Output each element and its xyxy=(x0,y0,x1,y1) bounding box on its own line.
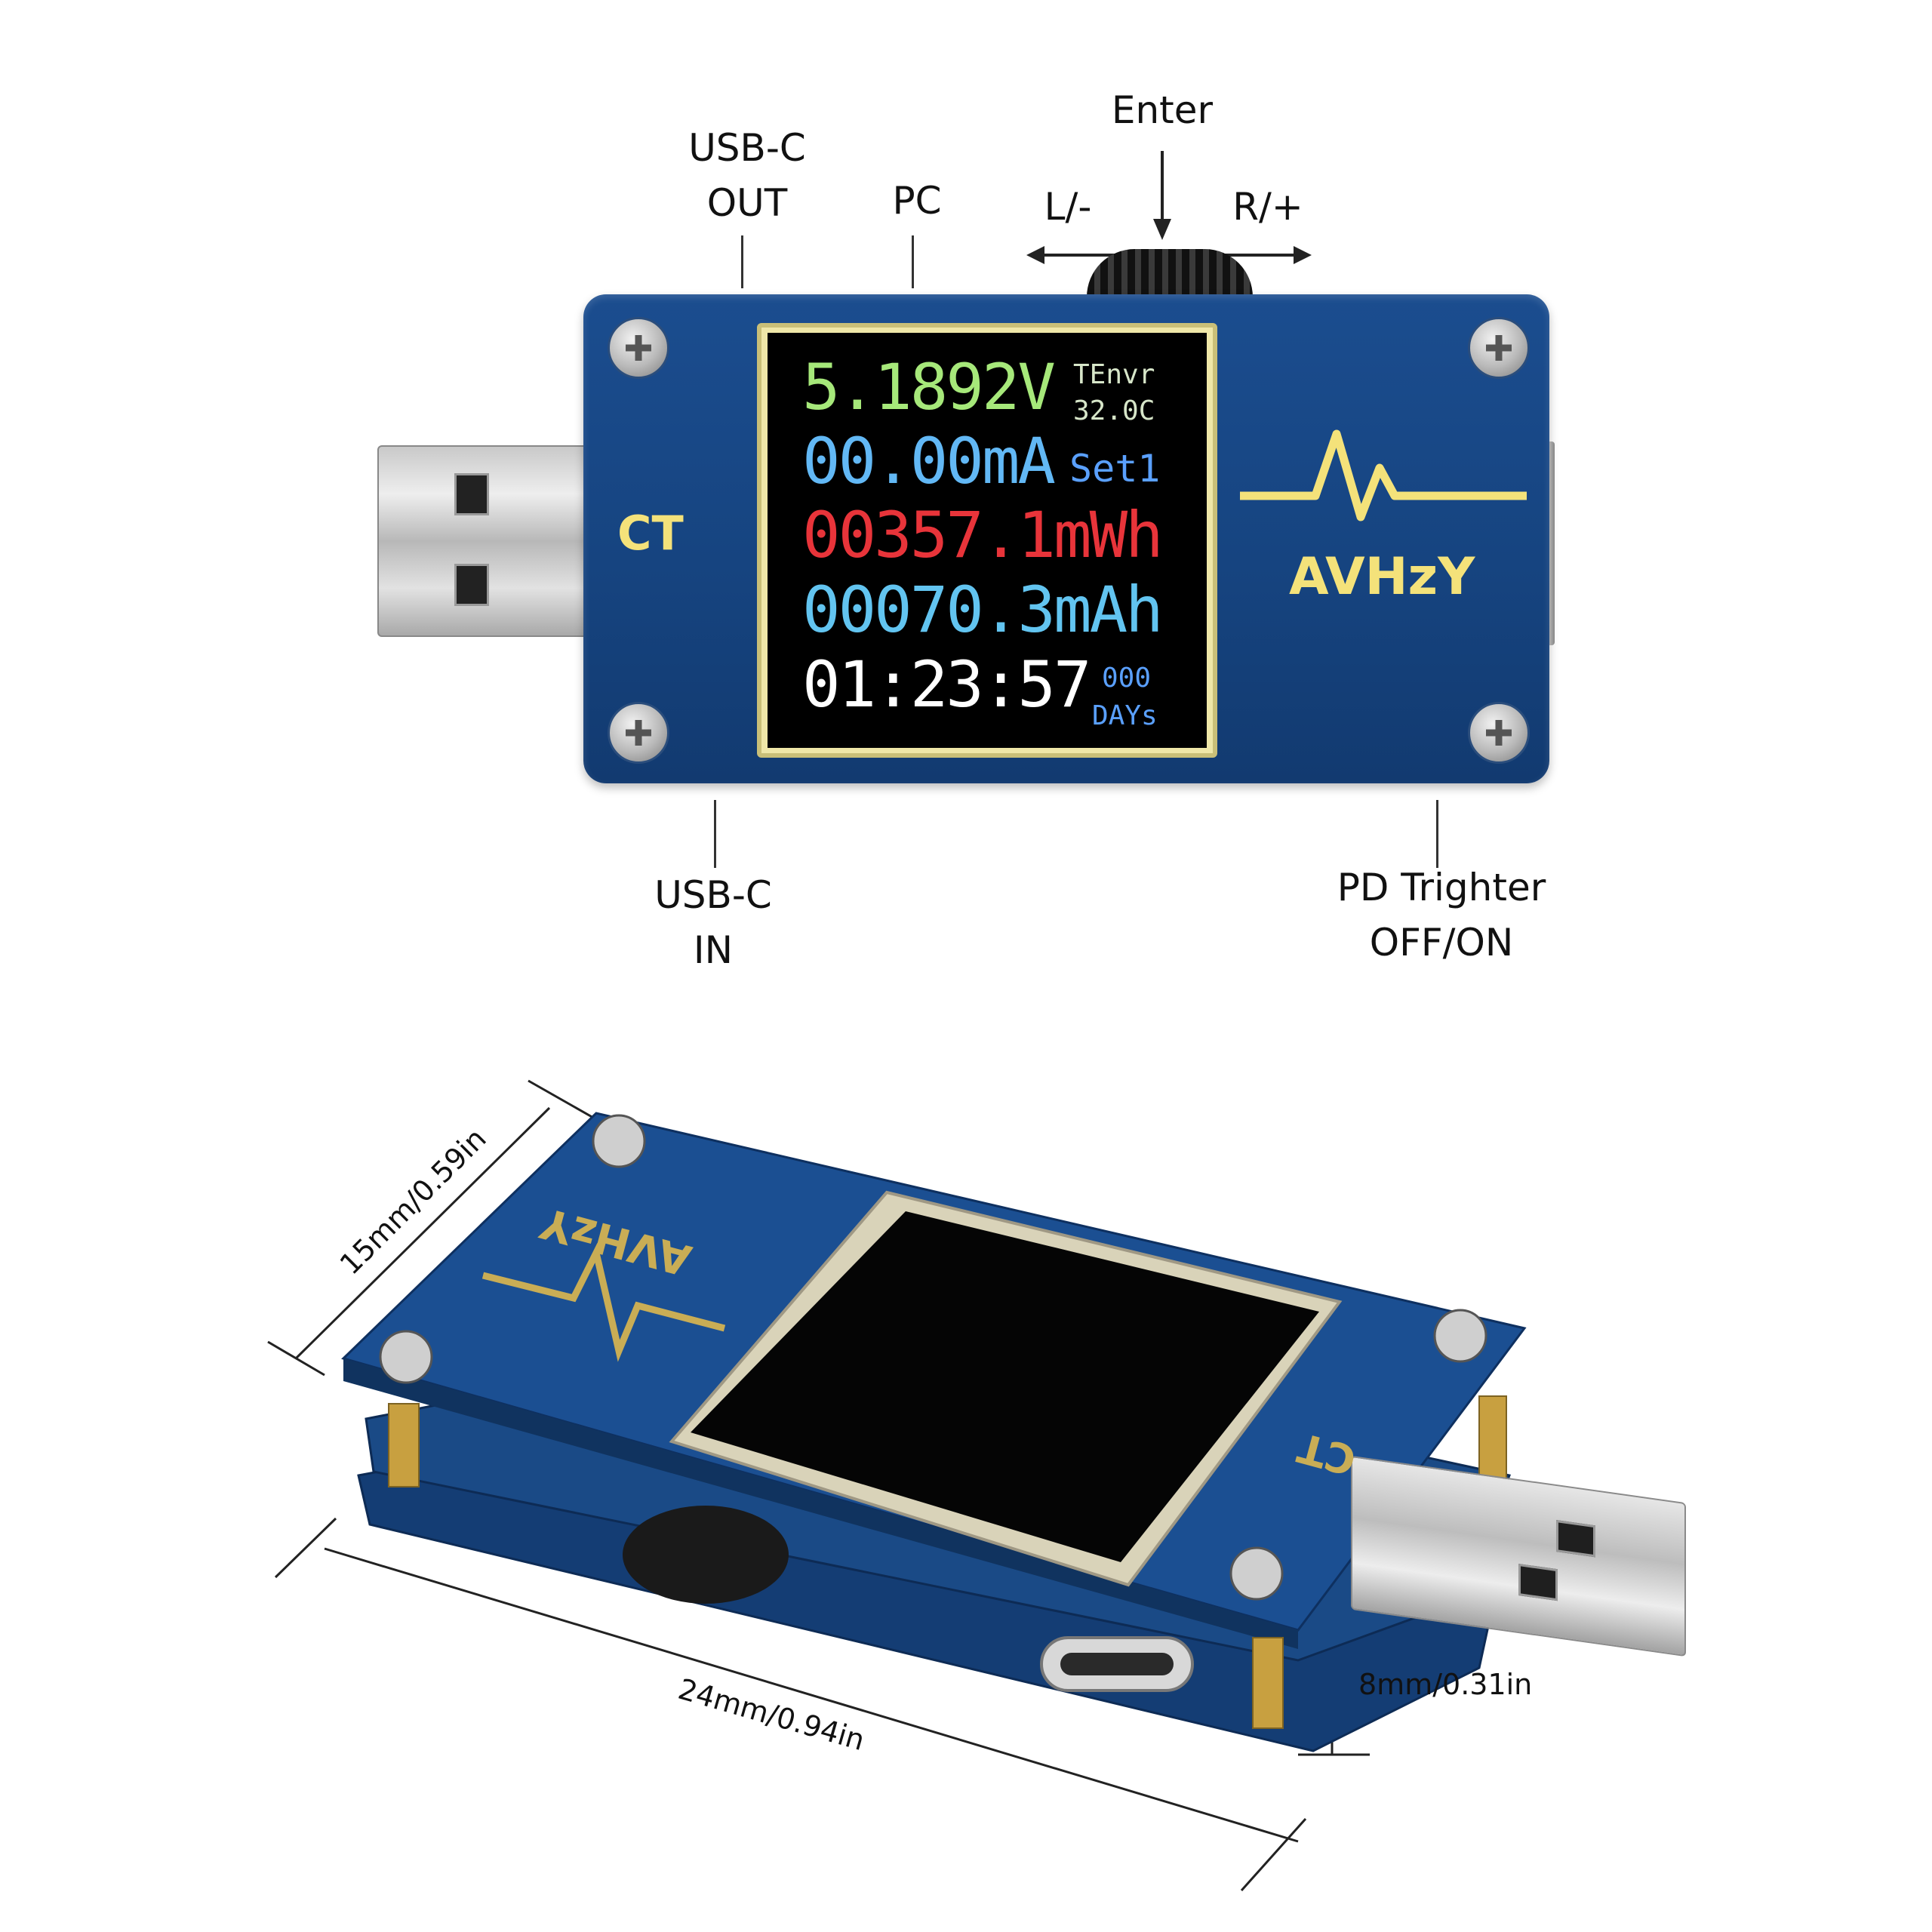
leader-line-usb-c-in xyxy=(714,800,716,868)
enter-arrow xyxy=(1153,151,1171,240)
lcd-voltage: 5.1892V xyxy=(802,350,1056,424)
ct-label: CT xyxy=(617,506,684,561)
usb-plug-hole xyxy=(454,564,489,606)
lcd-capacity: 00070.3mAh xyxy=(802,573,1164,647)
lcd-timer: 01:23:57 xyxy=(802,648,1092,721)
callout-usb-c-out: USB-C OUT xyxy=(688,126,806,225)
lcd-screen: 5.1892V 00.00mA 00357.1mWh 00070.3mAh 01… xyxy=(768,333,1207,748)
brand-logo: AVHzY xyxy=(1289,547,1475,607)
usb-plug-hole xyxy=(1556,1520,1595,1558)
leader-line-usb-c-out xyxy=(741,235,743,288)
usb-plug-hole xyxy=(454,473,489,515)
usb-a-plug xyxy=(377,445,599,637)
lcd-temp-value: 32.0C xyxy=(1073,395,1155,426)
callout-pc: PC xyxy=(892,179,942,223)
lcd-current: 00.00mA xyxy=(802,424,1056,498)
lcd-days-label: DAYs xyxy=(1092,700,1158,731)
screw-icon xyxy=(608,317,669,379)
callout-right-plus: R/+ xyxy=(1232,185,1303,229)
callout-left-minus: L/- xyxy=(1044,185,1092,229)
leader-line-pd-trigger xyxy=(1436,800,1438,868)
screw-icon xyxy=(1468,317,1530,379)
lcd-energy: 00357.1mWh xyxy=(802,498,1164,572)
thumbwheel-knob[interactable] xyxy=(1087,249,1253,302)
waveform-logo-icon xyxy=(1240,429,1527,521)
leader-line-pc xyxy=(912,235,914,288)
dimension-height: 8mm/0.31in xyxy=(1358,1668,1533,1701)
callout-pd-trigger: PD Trighter OFF/ON xyxy=(1337,866,1546,964)
callout-enter: Enter xyxy=(1111,88,1214,132)
lcd-temp-label: TEnvr xyxy=(1073,359,1155,390)
usb-plug-hole xyxy=(1518,1564,1558,1601)
screw-icon xyxy=(608,702,669,764)
screw-icon xyxy=(1468,702,1530,764)
lcd-set-label: Set1 xyxy=(1069,447,1161,491)
left-arrow xyxy=(1026,246,1123,264)
lcd-days-value: 000 xyxy=(1102,663,1152,694)
callout-usb-c-in: USB-C IN xyxy=(654,873,772,972)
